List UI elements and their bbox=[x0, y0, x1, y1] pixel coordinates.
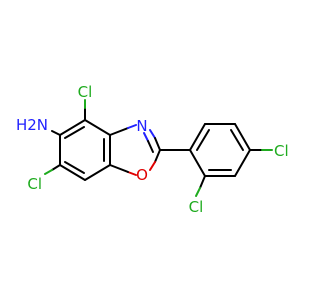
bond-n-c2-half bbox=[149, 129, 156, 139]
atom-label-cl-4p: Cl bbox=[274, 142, 289, 160]
bond-c5-nh2 bbox=[51, 130, 61, 136]
bond-c3p-c4p bbox=[234, 149, 251, 177]
atom-label-cl-6: Cl bbox=[27, 175, 42, 193]
bond-c7a-o bbox=[109, 164, 129, 173]
structure-canvas: Cl H2N Cl N O Cl Cl bbox=[16, 83, 289, 216]
atom-label-cl-4: Cl bbox=[78, 83, 93, 101]
bond-n-c2-double-half bbox=[143, 132, 149, 142]
atom-label-cl-2p: Cl bbox=[189, 198, 204, 216]
molecule-diagram: Cl H2N Cl N O Cl Cl bbox=[16, 83, 289, 216]
atom-label-o: O bbox=[136, 166, 148, 184]
bond-c4-c3a bbox=[84, 119, 111, 136]
bond-c6p-c1p-inner bbox=[196, 129, 210, 151]
bond-o-c2-half bbox=[149, 161, 156, 171]
bond-c6p-c1p bbox=[189, 123, 206, 151]
bond-c4p-c5p bbox=[234, 123, 251, 151]
bond-c6-cl bbox=[51, 164, 61, 171]
bond-n-c2 bbox=[154, 137, 161, 151]
bond-c3a-n bbox=[109, 127, 129, 136]
atom-label-nh2: H2N bbox=[16, 116, 48, 134]
bond-c1p-c2p bbox=[189, 149, 206, 177]
bond-c2p-cl bbox=[199, 175, 206, 189]
bond-c7-c6 bbox=[59, 164, 86, 181]
bond-c5-c4 bbox=[59, 119, 86, 136]
bond-c5-c4-inner bbox=[64, 126, 85, 139]
bond-o-c7a-half bbox=[127, 171, 137, 176]
bond-c7-c6-inner bbox=[64, 161, 85, 174]
bond-cl2p-half bbox=[195, 187, 201, 197]
bond-c7a-c7 bbox=[84, 164, 111, 181]
bond-c2-o bbox=[154, 149, 161, 163]
atom-label-n: N bbox=[136, 117, 147, 135]
bond-c4p-c5p-inner bbox=[230, 129, 244, 151]
bond-n-c2-double bbox=[147, 140, 154, 153]
bond-cl6-half bbox=[44, 169, 53, 175]
bond-n-c3a-half bbox=[127, 124, 137, 129]
